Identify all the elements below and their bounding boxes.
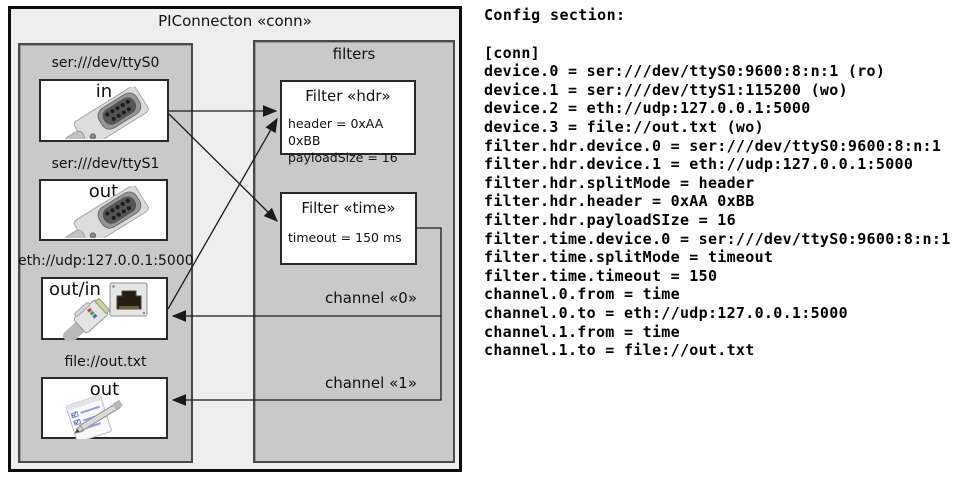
config-line: filter.hdr.device.1 = eth://udp:127.0.0.… xyxy=(484,155,914,174)
device-box-ttys0-in: in xyxy=(39,79,169,142)
rj45-plug-photo xyxy=(63,297,111,341)
filter-hdr-box: Filter «hdr» header = 0xAA 0xBB payloadSi… xyxy=(280,80,416,165)
config-line: channel.0.from = time xyxy=(484,285,680,304)
config-line: filter.time.timeout = 150 xyxy=(484,266,718,285)
config-line: filter.hdr.payloadSIze = 16 xyxy=(484,210,736,229)
filter-time-attributes: timeout = 150 ms xyxy=(282,217,415,246)
channel-1-label: channel «1» xyxy=(324,374,417,392)
diagram-title: PIConnecton «conn» xyxy=(158,12,312,30)
device-mode-label: in xyxy=(95,81,113,102)
config-line: filter.hdr.splitMode = header xyxy=(484,173,755,192)
serial-connector-photo xyxy=(64,186,149,238)
config-line: device.2 = eth://udp:127.0.0.1:5000 xyxy=(484,99,811,118)
device-box-ttys1-out: out xyxy=(39,179,168,241)
rj45-port-icon xyxy=(109,282,148,317)
device-mode-label: out/in xyxy=(49,279,101,300)
filter-attribute: timeout = 150 ms xyxy=(288,230,402,245)
device-box-eth-outin: out/in xyxy=(41,277,168,341)
config-line: device.3 = file://out.txt (wo) xyxy=(484,117,764,136)
config-heading: Config section: xyxy=(484,6,626,24)
config-line: channel.0.to = eth://udp:127.0.0.1:5000 xyxy=(484,303,848,322)
config-line: filter.hdr.header = 0xAA 0xBB xyxy=(484,192,755,211)
device-mode-label: out xyxy=(89,379,120,400)
config-line: device.1 = ser:///dev/ttyS1:115200 (wo) xyxy=(484,80,848,99)
serial-connector-photo xyxy=(64,87,149,139)
filter-attribute: payloadSize = 16 xyxy=(288,150,398,165)
device-box-file-out: out xyxy=(41,377,168,439)
device-uri-file: file://out.txt xyxy=(64,354,147,370)
config-line: filter.hdr.device.0 = ser:///dev/ttyS0:9… xyxy=(484,136,942,155)
device-uri-ttys0: ser:///dev/ttyS0 xyxy=(51,55,160,71)
config-line: filter.time.splitMode = timeout xyxy=(484,248,774,267)
device-mode-label: out xyxy=(88,181,119,202)
filter-time-title: Filter «time» xyxy=(301,199,396,217)
config-line: channel.1.from = time xyxy=(484,322,680,341)
config-line: filter.time.device.0 = ser:///dev/ttyS0:… xyxy=(484,229,951,248)
config-section: Config section: [conn]device.0 = ser:///… xyxy=(484,6,962,360)
config-line: device.0 = ser:///dev/ttyS0:9600:8:n:1 (… xyxy=(484,62,886,81)
device-uri-eth: eth://udp:127.0.0.1:5000 xyxy=(18,253,194,269)
config-lines: [conn]device.0 = ser:///dev/ttyS0:9600:8… xyxy=(484,25,962,360)
config-line xyxy=(484,25,962,44)
filter-time-box: Filter «time» timeout = 150 ms xyxy=(280,192,417,265)
filter-attribute: header = 0xAA 0xBB xyxy=(288,116,384,148)
config-line: channel.1.to = file://out.txt xyxy=(484,341,755,360)
notepad-pencil-photo xyxy=(65,395,123,439)
device-uri-ttys1: ser:///dev/ttyS1 xyxy=(51,156,160,172)
filter-hdr-attributes: header = 0xAA 0xBB payloadSize = 16 xyxy=(282,105,414,166)
config-line: [conn] xyxy=(484,43,540,62)
filters-panel-label: filters xyxy=(332,45,376,63)
filter-hdr-title: Filter «hdr» xyxy=(305,87,391,105)
channel-0-label: channel «0» xyxy=(324,289,417,307)
